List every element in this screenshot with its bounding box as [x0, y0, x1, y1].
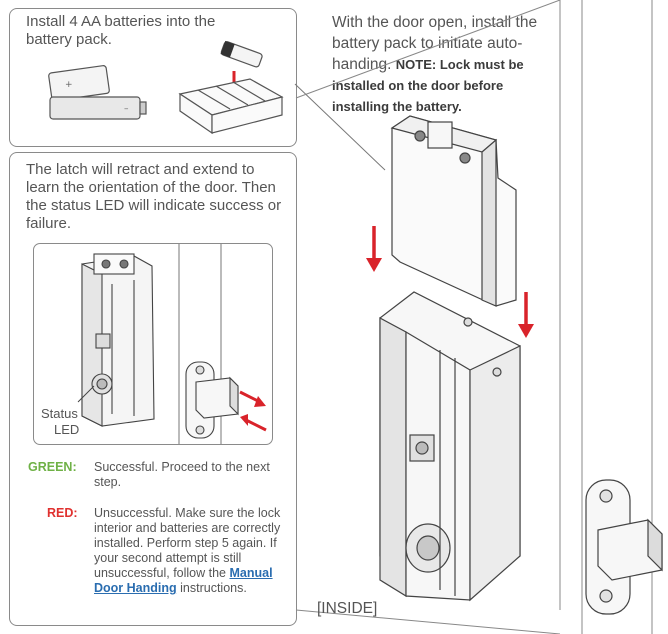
main-note-text: NOTE: Lock must be installed on the door…	[332, 57, 524, 114]
battery-install-text: Install 4 AA batteries into the battery …	[26, 13, 216, 48]
green-result-text: Successful. Proceed to the next step.	[94, 460, 270, 489]
main-instruction-text: With the door open, install the battery …	[332, 14, 538, 73]
status-led-label-line1: Status	[41, 406, 78, 421]
lock-status-led-illustration	[77, 244, 267, 444]
main-instruction: With the door open, install the battery …	[332, 12, 560, 117]
red-result-text: Unsuccessful. Make sure the lock interio…	[94, 506, 284, 596]
svg-text:+: +	[65, 80, 73, 90]
red-result-label: RED:	[47, 506, 78, 520]
battery-install-panel: Install 4 AA batteries into the battery …	[9, 8, 297, 147]
status-led-illustration-box: Status LED	[33, 243, 273, 445]
green-result-label: GREEN:	[28, 460, 77, 474]
status-led-label-line2: LED	[54, 422, 80, 437]
auto-handing-panel: The latch will retract and extend to lea…	[9, 152, 297, 626]
inside-label: [INSIDE]	[317, 600, 378, 617]
red-result-body: Unsuccessful. Make sure the lock interio…	[94, 506, 281, 580]
svg-text:–: –	[124, 104, 129, 114]
aa-battery-illustration: + –	[48, 40, 284, 135]
manual-door-handing-link[interactable]: Manual Door Handing	[94, 566, 273, 595]
red-result-tail: instructions.	[180, 581, 247, 595]
auto-handing-text: The latch will retract and extend to lea…	[26, 161, 282, 232]
